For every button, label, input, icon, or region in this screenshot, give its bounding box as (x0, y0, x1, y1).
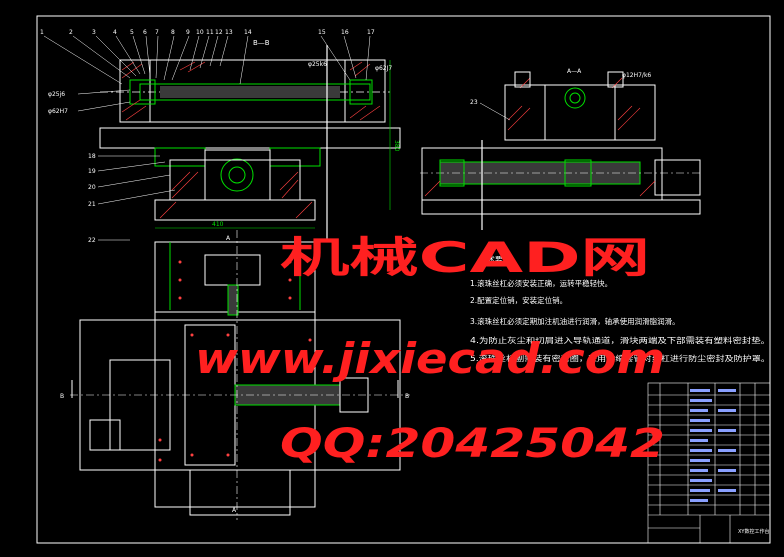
aa-upper-screw-core (569, 92, 581, 104)
nut-housing (204, 149, 271, 201)
callouts-top: 1 2 3 4 5 6 7 8 9 10 11 12 13 14 15 16 1… (40, 29, 375, 36)
leader-d2 (77, 101, 131, 112)
aa-right-support (614, 84, 656, 141)
svg-text:14: 14 (244, 29, 252, 36)
plan-view: A A B B (60, 230, 410, 520)
drawing-border (36, 15, 771, 544)
leader-d1 (77, 89, 131, 95)
svg-text:9: 9 (186, 29, 190, 36)
svg-text:19: 19 (88, 168, 96, 175)
guide-block-right (269, 147, 321, 167)
tech-item-2: 2.配置定位销，安装定位销。 (470, 295, 567, 305)
aa-top-bracket-right (607, 71, 624, 88)
arrow-b-right: B (405, 393, 409, 400)
lower-screw-section (220, 158, 254, 192)
svg-text:16: 16 (341, 29, 349, 36)
tech-item-3: 3.滚珠丝杠必须定期加注机油进行润滑，轴承使用润滑脂润滑。 (470, 316, 680, 326)
motor-bearing-block-left (119, 59, 151, 123)
section-view-bb: B—B (40, 29, 401, 244)
arrow-a-bottom: A (232, 507, 237, 514)
aa-motor (654, 159, 701, 196)
callout-leaders-left (97, 155, 176, 241)
callout-leaders-top (43, 35, 371, 85)
aa-upper-screw (564, 87, 586, 109)
plan-bearing-right (339, 377, 369, 413)
plan-nut-block (204, 254, 261, 286)
callouts-left: 18 19 20 21 22 (88, 153, 96, 244)
svg-text:7: 7 (155, 29, 159, 36)
watermark: 机械CAD网 www.jixiecad.com QQ:20425042 (195, 233, 665, 467)
svg-text:6: 6 (143, 29, 147, 36)
guide-block-left (154, 147, 206, 167)
svg-text:3: 3 (92, 29, 96, 36)
plan-motor (109, 359, 171, 451)
svg-text:10: 10 (196, 29, 204, 36)
base-plate (154, 199, 316, 221)
view-label-aa: A—A (567, 68, 582, 75)
watermark-line-2: www.jixiecad.com (195, 334, 665, 383)
svg-text:8: 8 (171, 29, 175, 36)
aa-bearing-left (439, 159, 465, 187)
base-body (169, 159, 301, 201)
hatch-base (159, 171, 313, 219)
svg-text:11: 11 (206, 29, 214, 36)
plan-bolt-holes (158, 260, 312, 462)
plan-motor-flange (89, 419, 121, 451)
plan-vertical-screw (227, 284, 239, 316)
title-block-cells (690, 389, 736, 502)
svg-text:15: 15 (318, 29, 326, 36)
aa-lower-frame (421, 147, 663, 201)
dim-phi25j6: φ25j6 (48, 91, 65, 98)
tech-title: 技术要求 (480, 254, 510, 264)
dim-phi62j7: φ62J7 (375, 65, 392, 72)
hatch-aa (424, 77, 656, 197)
watermark-line-3: QQ:20425042 (280, 421, 665, 467)
bearing-right (349, 79, 373, 105)
svg-text:13: 13 (225, 29, 233, 36)
aa-upper-frame (504, 84, 656, 141)
view-label-bb: B—B (253, 39, 270, 47)
svg-text:12: 12 (215, 29, 223, 36)
tech-item-4: 4.为防止灰尘和切屑进入导轨通道，滑块两端及下部需装有塑料密封垫。 (470, 335, 770, 345)
bearing-left (129, 79, 156, 105)
svg-text:2: 2 (69, 29, 73, 36)
callout-23: 23 (470, 99, 478, 106)
tech-requirements: 技术要求 1.滚珠丝杠必须安装正确，运转平稳轻快。 2.配置定位销，安装定位销。… (470, 254, 770, 363)
drawing-name: XY数控工作台 (738, 528, 769, 535)
tech-item-5: 5.滚珠丝杠副需装有密封圈，采用伸缩套管对丝杠进行防尘密封及防护罩。 (470, 353, 770, 363)
callout-23-leader (479, 102, 511, 121)
svg-text:5: 5 (130, 29, 134, 36)
svg-text:18: 18 (88, 153, 96, 160)
lower-screw-core (228, 166, 246, 184)
svg-text:22: 22 (88, 237, 96, 244)
dim-phi62h7: φ62H7 (48, 108, 68, 115)
hatch-bb (121, 61, 381, 121)
watermark-line-1: 机械CAD网 (280, 233, 650, 282)
tech-item-1: 1.滚珠丝杠必须安装正确，运转平稳轻快。 (470, 278, 612, 288)
title-block (647, 382, 771, 544)
plan-bottom-extension (189, 469, 291, 516)
arrow-a-top: A (226, 235, 231, 242)
aa-base-plate (421, 199, 701, 215)
svg-text:21: 21 (88, 201, 96, 208)
screw-shading (160, 86, 340, 98)
bearing-block-right (344, 59, 386, 123)
svg-text:4: 4 (113, 29, 117, 36)
arrow-b-left: B (60, 393, 64, 400)
svg-text:1: 1 (40, 29, 44, 36)
section-view-aa: A—A φ12H7/k6 23 (420, 68, 701, 230)
aa-bearing-mid (564, 159, 592, 187)
height-dim-text: 380 (393, 140, 400, 152)
aa-top-bracket-left (514, 71, 531, 88)
aa-left-support (504, 84, 546, 141)
svg-text:20: 20 (88, 184, 96, 191)
width-dim-text: 410 (212, 221, 224, 228)
dim-phi25k6: φ25k6 (308, 61, 327, 68)
middle-plate (99, 127, 401, 149)
dim-phi12h7k6: φ12H7/k6 (622, 72, 651, 79)
svg-text:17: 17 (367, 29, 375, 36)
